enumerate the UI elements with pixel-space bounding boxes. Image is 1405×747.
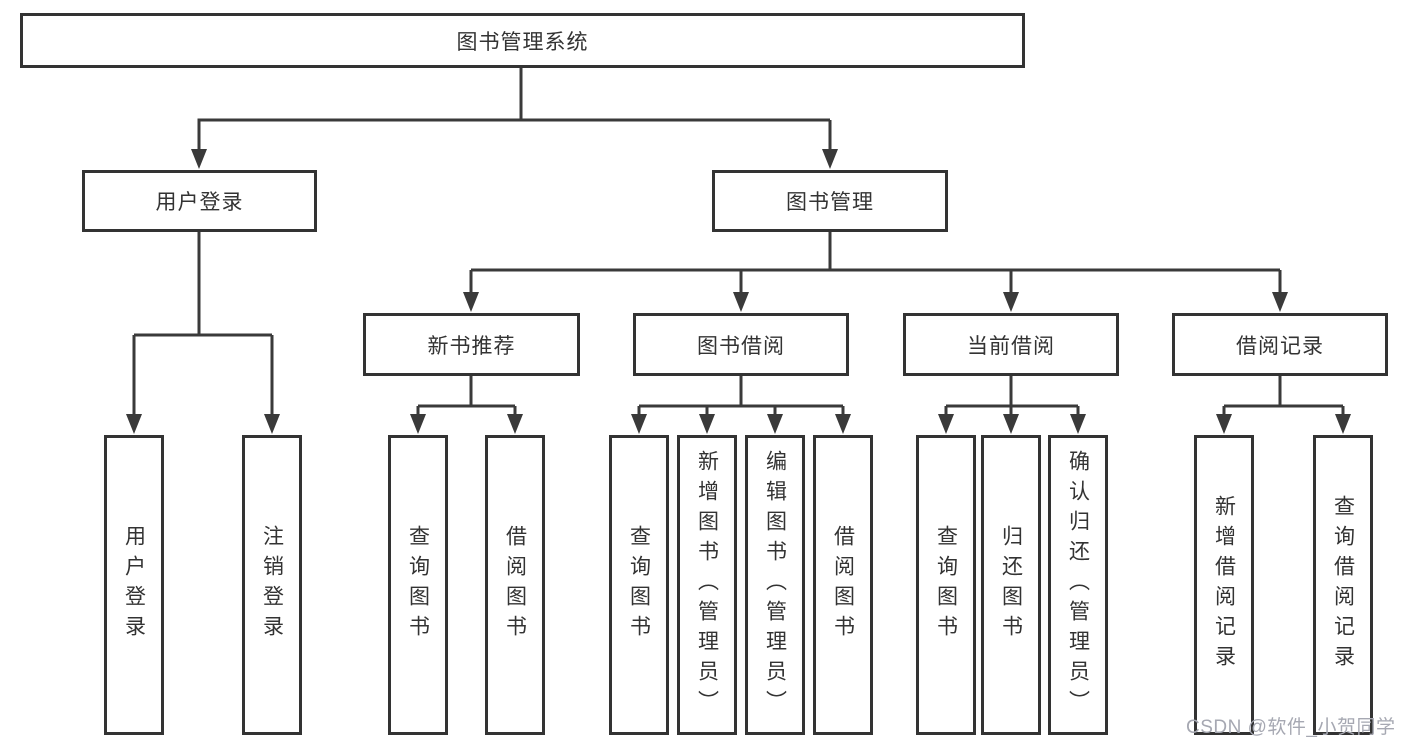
node-borrow-records: 借阅记录 [1172,313,1388,376]
node-current-borrow: 当前借阅 [903,313,1119,376]
node-borrow-records-label: 借阅记录 [1236,334,1324,358]
node-book-borrow: 图书借阅 [633,313,849,376]
leaf-logout: 注销登录 [242,435,302,735]
node-root-label: 图书管理系统 [456,30,589,54]
leaf-query-book-current-label: 查询图书 [934,525,958,645]
node-book-borrow-label: 图书借阅 [697,334,785,358]
leaf-edit-book-admin: 编辑图书（管理员） [745,435,805,735]
node-user-login-label: 用户登录 [155,191,244,214]
leaf-borrow-book-label: 借阅图书 [831,525,855,645]
leaf-confirm-return-admin-label: 确认归还（管理员） [1066,450,1090,720]
node-root: 图书管理系统 [20,13,1025,68]
node-book-management-label: 图书管理 [786,191,874,214]
node-new-book-recommend: 新书推荐 [363,313,580,376]
leaf-borrow-book: 借阅图书 [813,435,873,735]
node-current-borrow-label: 当前借阅 [967,334,1055,358]
leaf-return-book: 归还图书 [981,435,1041,735]
leaf-user-login-label: 用户登录 [122,525,146,645]
leaf-query-book-recommend: 查询图书 [388,435,448,735]
node-user-login: 用户登录 [82,170,317,232]
leaf-edit-book-admin-label: 编辑图书（管理员） [763,450,787,720]
node-new-book-recommend-label: 新书推荐 [427,334,516,358]
leaf-add-book-admin: 新增图书（管理员） [677,435,737,735]
node-book-management: 图书管理 [712,170,948,232]
leaf-query-book-recommend-label: 查询图书 [406,525,430,645]
leaf-logout-label: 注销登录 [260,525,284,645]
leaf-confirm-return-admin: 确认归还（管理员） [1048,435,1108,735]
leaf-user-login: 用户登录 [104,435,164,735]
leaf-query-book-borrow-label: 查询图书 [627,525,651,645]
leaf-query-borrow-record: 查询借阅记录 [1313,435,1373,735]
leaf-return-book-label: 归还图书 [999,525,1023,645]
leaf-add-borrow-record-label: 新增借阅记录 [1212,495,1236,675]
leaf-query-book-current: 查询图书 [916,435,976,735]
leaf-add-borrow-record: 新增借阅记录 [1194,435,1254,735]
leaf-query-borrow-record-label: 查询借阅记录 [1331,495,1355,675]
leaf-borrow-book-recommend-label: 借阅图书 [503,525,527,645]
leaf-borrow-book-recommend: 借阅图书 [485,435,545,735]
connector-arrowheads [126,149,1351,434]
csdn-watermark: CSDN @软件_小贺同学 [1186,717,1396,738]
leaf-query-book-borrow: 查询图书 [609,435,669,735]
leaf-add-book-admin-label: 新增图书（管理员） [695,450,719,720]
